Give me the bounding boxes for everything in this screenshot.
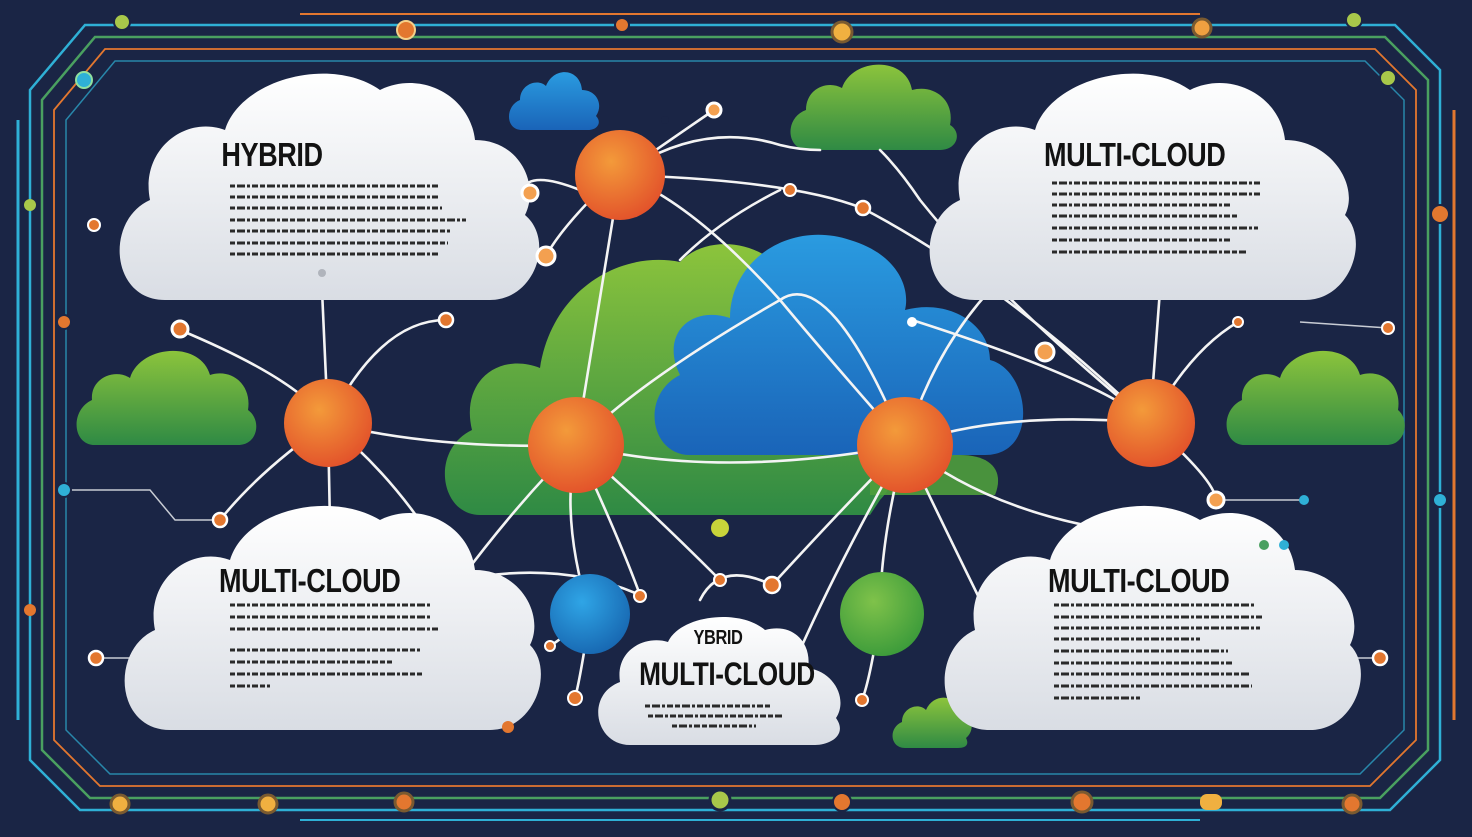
card-title-bottom-left: MULTI-CLOUD [219, 562, 401, 599]
node-center-left [528, 397, 624, 493]
circuit-frame [16, 13, 1456, 821]
text-lines [230, 181, 1262, 728]
node-green [840, 572, 924, 656]
node-center-right [857, 397, 953, 493]
card-center [598, 616, 841, 745]
top-cloud-blue [508, 72, 600, 130]
bottom-cloud-green [892, 697, 972, 748]
card-top-right [929, 73, 1356, 300]
frame-nodes [24, 11, 1450, 815]
node-top [575, 130, 665, 220]
card-title-top-right: MULTI-CLOUD [1044, 136, 1226, 173]
top-cloud-green [790, 64, 957, 150]
card-title-top-left: HYBRID [221, 136, 323, 173]
center-card-subtitle: YBRID [693, 627, 743, 649]
side-cloud-left [76, 350, 257, 445]
major-nodes [284, 130, 1195, 656]
node-blue [550, 574, 630, 654]
connector-nodes [56, 101, 1395, 733]
center-card-title: MULTI-CLOUD [639, 656, 815, 692]
side-cloud-right [1226, 350, 1405, 445]
node-right [1107, 379, 1195, 467]
card-title-bottom-right: MULTI-CLOUD [1048, 562, 1230, 599]
node-left [284, 379, 372, 467]
central-cloud-blue [654, 234, 1024, 455]
